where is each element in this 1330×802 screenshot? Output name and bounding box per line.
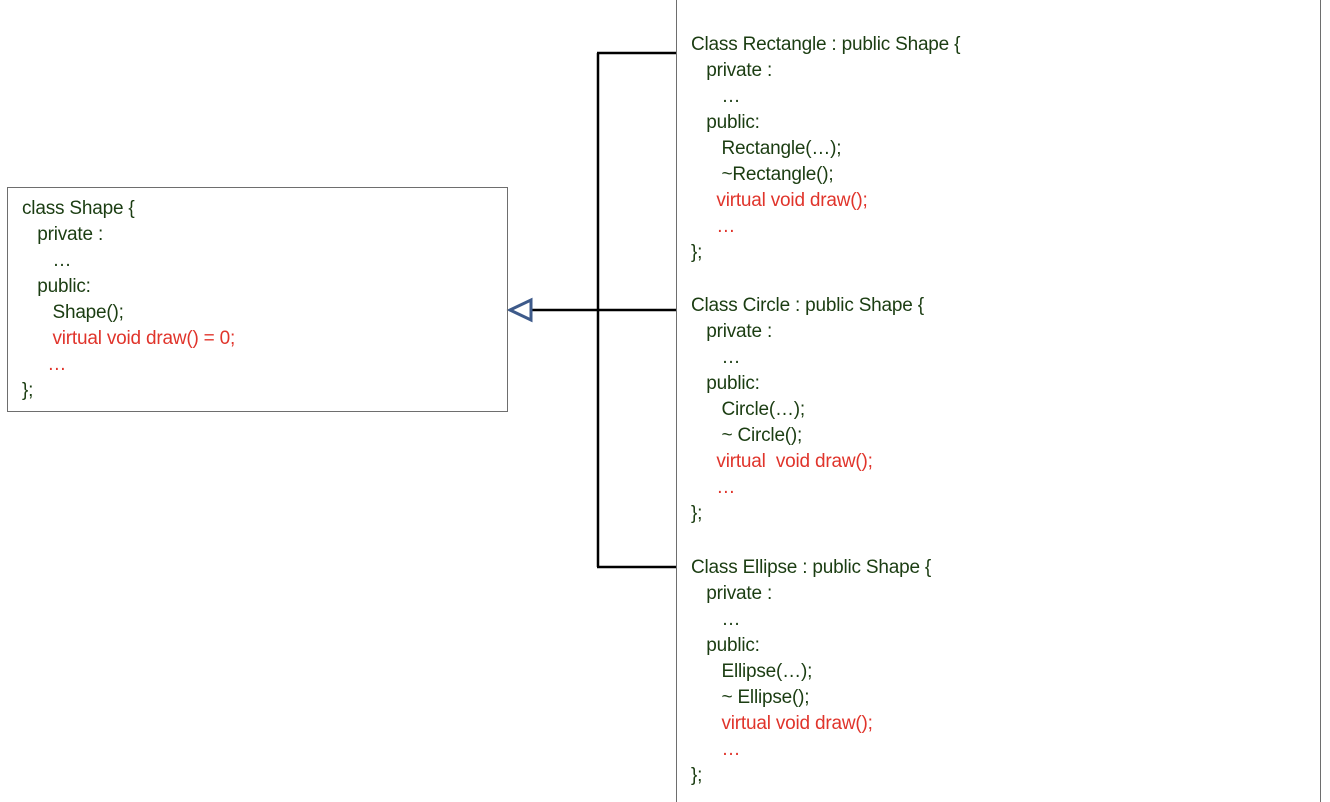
inheritance-arrowhead-icon (506, 297, 533, 323)
code-line: ~ Circle(); (691, 425, 803, 446)
code-line: Ellipse(…); (691, 661, 813, 682)
code-line: private : (22, 224, 104, 245)
code-line: }; (691, 242, 703, 263)
code-line: private : (691, 583, 773, 604)
code-line: ~ Ellipse(); (691, 687, 810, 708)
code-line: }; (22, 380, 34, 401)
code-line: Class Ellipse : public Shape { (691, 557, 932, 578)
code-line: virtual void draw() = 0; (22, 328, 236, 349)
code-line: public: (691, 373, 760, 394)
code-line: class Shape { (22, 198, 135, 219)
code-line: … (691, 477, 736, 498)
base-class-box: class Shape { private : … public: Shape(… (7, 187, 508, 412)
code-line: public: (22, 276, 91, 297)
circle-class-code: Class Circle : public Shape { private : … (691, 293, 924, 527)
code-line: … (691, 86, 741, 107)
code-line: virtual void draw(); (691, 451, 873, 472)
code-line: public: (691, 112, 760, 133)
code-line: … (22, 354, 67, 375)
rectangle-class-code: Class Rectangle : public Shape { private… (691, 32, 960, 266)
derived-classes-panel: Class Rectangle : public Shape { private… (676, 0, 1321, 802)
code-line: … (22, 250, 72, 271)
code-line: … (691, 216, 736, 237)
code-line: virtual void draw(); (691, 190, 868, 211)
code-line: … (691, 609, 741, 630)
code-line: }; (691, 503, 703, 524)
code-line: ~Rectangle(); (691, 164, 834, 185)
ellipse-class-code: Class Ellipse : public Shape { private :… (691, 555, 931, 789)
code-line: public: (691, 635, 760, 656)
code-line: }; (691, 765, 703, 786)
code-line: private : (691, 321, 773, 342)
code-line: Class Rectangle : public Shape { (691, 34, 961, 55)
code-line: private : (691, 60, 773, 81)
code-line: Rectangle(…); (691, 138, 842, 159)
code-line: … (691, 347, 741, 368)
code-line: Shape(); (22, 302, 124, 323)
code-line: … (691, 739, 741, 760)
base-class-code: class Shape { private : … public: Shape(… (22, 196, 235, 404)
code-line: Circle(…); (691, 399, 805, 420)
code-line: Class Circle : public Shape { (691, 295, 924, 316)
code-line: virtual void draw(); (691, 713, 873, 734)
